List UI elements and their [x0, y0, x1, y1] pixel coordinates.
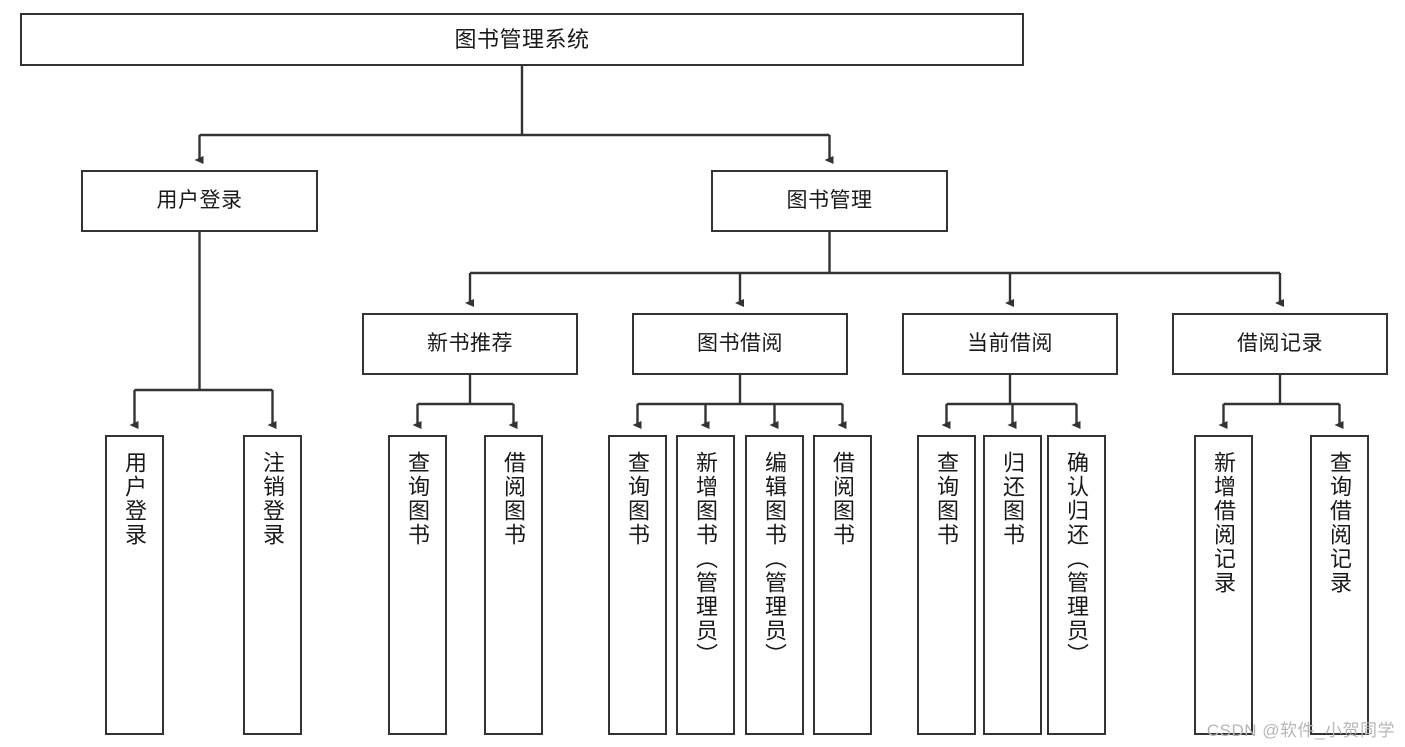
- node-user-login[interactable]: 用户登录: [81, 170, 318, 232]
- node-leaf-logout[interactable]: 注销登录: [243, 435, 302, 735]
- node-label: 查询图书: [625, 451, 651, 547]
- node-leaf-bb-query[interactable]: 查询图书: [608, 435, 667, 735]
- node-label: 归还图书: [1000, 451, 1026, 547]
- node-label: 查询图书: [405, 451, 431, 547]
- node-label: 用户登录: [122, 451, 148, 547]
- node-label: 当前借阅: [967, 331, 1053, 355]
- node-leaf-cb-return[interactable]: 归还图书: [983, 435, 1042, 735]
- node-book-borrow[interactable]: 图书借阅: [632, 313, 848, 375]
- node-leaf-br-query[interactable]: 查询借阅记录: [1310, 435, 1369, 735]
- node-leaf-bb-borrow[interactable]: 借阅图书: [813, 435, 872, 735]
- node-leaf-br-add[interactable]: 新增借阅记录: [1194, 435, 1253, 735]
- node-new-book-rec[interactable]: 新书推荐: [362, 313, 578, 375]
- node-label: 确认归还（管理员）: [1064, 451, 1090, 667]
- node-leaf-cb-confirm[interactable]: 确认归还（管理员）: [1047, 435, 1106, 735]
- node-label: 图书管理: [786, 188, 873, 212]
- node-label: 借阅图书: [830, 451, 856, 547]
- node-label: 用户登录: [156, 188, 243, 212]
- node-leaf-cb-query[interactable]: 查询图书: [917, 435, 976, 735]
- node-label: 新书推荐: [427, 331, 513, 355]
- node-root[interactable]: 图书管理系统: [20, 13, 1024, 66]
- node-label: 图书借阅: [697, 331, 783, 355]
- node-label: 查询借阅记录: [1327, 451, 1353, 595]
- node-leaf-rec-query[interactable]: 查询图书: [388, 435, 447, 735]
- node-label: 查询图书: [934, 451, 960, 547]
- node-label: 借阅记录: [1237, 331, 1323, 355]
- node-label: 新增借阅记录: [1211, 451, 1237, 595]
- node-leaf-bb-edit[interactable]: 编辑图书（管理员）: [745, 435, 804, 735]
- node-leaf-rec-borrow[interactable]: 借阅图书: [484, 435, 543, 735]
- node-label: 新增图书（管理员）: [693, 451, 719, 667]
- node-label: 图书管理系统: [454, 26, 590, 52]
- node-leaf-user-login[interactable]: 用户登录: [105, 435, 164, 735]
- node-current-borrow[interactable]: 当前借阅: [902, 313, 1118, 375]
- node-borrow-record[interactable]: 借阅记录: [1172, 313, 1388, 375]
- node-label: 注销登录: [260, 451, 286, 547]
- node-label: 编辑图书（管理员）: [762, 451, 788, 667]
- node-leaf-bb-add[interactable]: 新增图书（管理员）: [676, 435, 735, 735]
- node-book-manage[interactable]: 图书管理: [711, 170, 948, 232]
- node-label: 借阅图书: [501, 451, 527, 547]
